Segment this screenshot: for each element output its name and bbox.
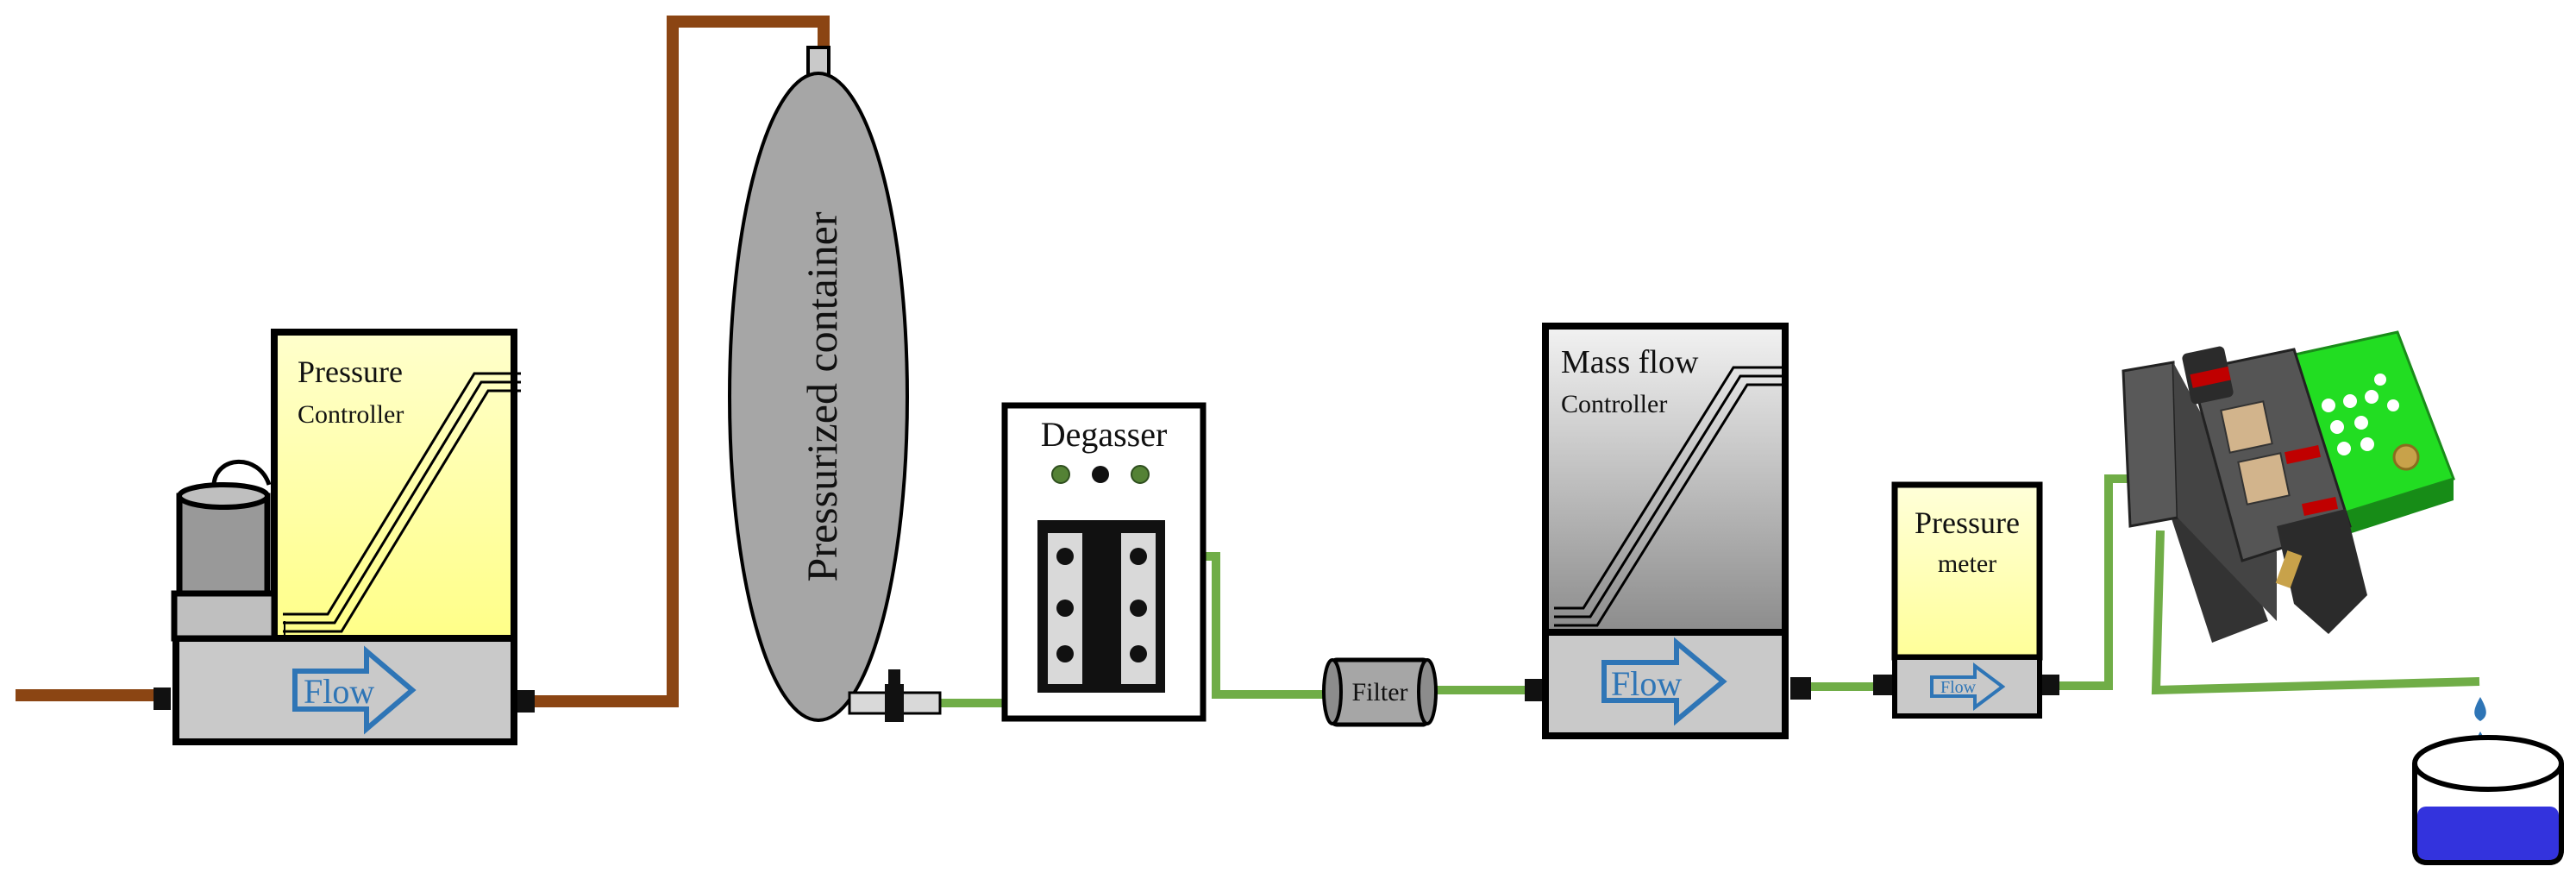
degasser: Degasser (1001, 402, 1207, 722)
degasser-led-center (1092, 466, 1109, 483)
mfc-flow-label: Flow (1611, 664, 1682, 703)
tube-meter-to-chip (2048, 474, 2134, 690)
reservoir-liquid (2417, 807, 2559, 860)
pc-panel (271, 329, 517, 642)
pc-ramp-line (283, 372, 521, 633)
meter-panel (1891, 481, 2043, 661)
microfluidic-chip (2122, 330, 2455, 643)
tube-chip-to-outlet (2151, 530, 2480, 695)
container-valve (885, 684, 904, 722)
pc-label-line1: Pressure (298, 355, 403, 389)
gas-tubing (16, 16, 830, 707)
pc-sensor-cylinder (176, 493, 271, 597)
pc-label-line2: Controller (298, 400, 404, 429)
meter-flow-label: Flow (1940, 678, 1977, 697)
filter-label: Filter (1352, 678, 1408, 706)
flow-arrow-icon (1930, 662, 2006, 711)
collection-reservoir (2412, 735, 2564, 865)
mfc-ramp-line (1554, 366, 1785, 627)
pressurized-container: Pressurized container (728, 46, 942, 722)
meter-label-line2: meter (1938, 549, 1996, 578)
mass-flow-controller: Mass flow Controller Flow (1525, 323, 1811, 739)
meter-label-line1: Pressure (1915, 505, 2020, 540)
degasser-label: Degasser (1041, 415, 1168, 454)
pc-flow-body (172, 635, 517, 745)
pc-sensor-base (171, 590, 278, 642)
filter: Filter (1322, 657, 1438, 727)
container-body (728, 72, 909, 722)
mfc-flow-body (1542, 629, 1789, 739)
mfc-label-line1: Mass flow (1561, 344, 1699, 380)
gas-pipe-to-container (533, 16, 830, 707)
flow-arrow-icon (1601, 637, 1727, 726)
meter-flow-body (1892, 655, 2042, 719)
degasser-led-left (1051, 465, 1070, 484)
water-drop-icon (2474, 697, 2486, 721)
container-label: Pressurized container (798, 211, 846, 581)
pressure-controller: Pressure Controller Flow (154, 329, 535, 745)
degasser-led-right (1131, 465, 1150, 484)
pressure-meter: Pressure meter Flow (1873, 481, 2059, 719)
mfc-label-line2: Controller (1561, 390, 1667, 418)
pc-flow-label: Flow (304, 672, 374, 711)
flow-arrow-icon (292, 645, 417, 735)
